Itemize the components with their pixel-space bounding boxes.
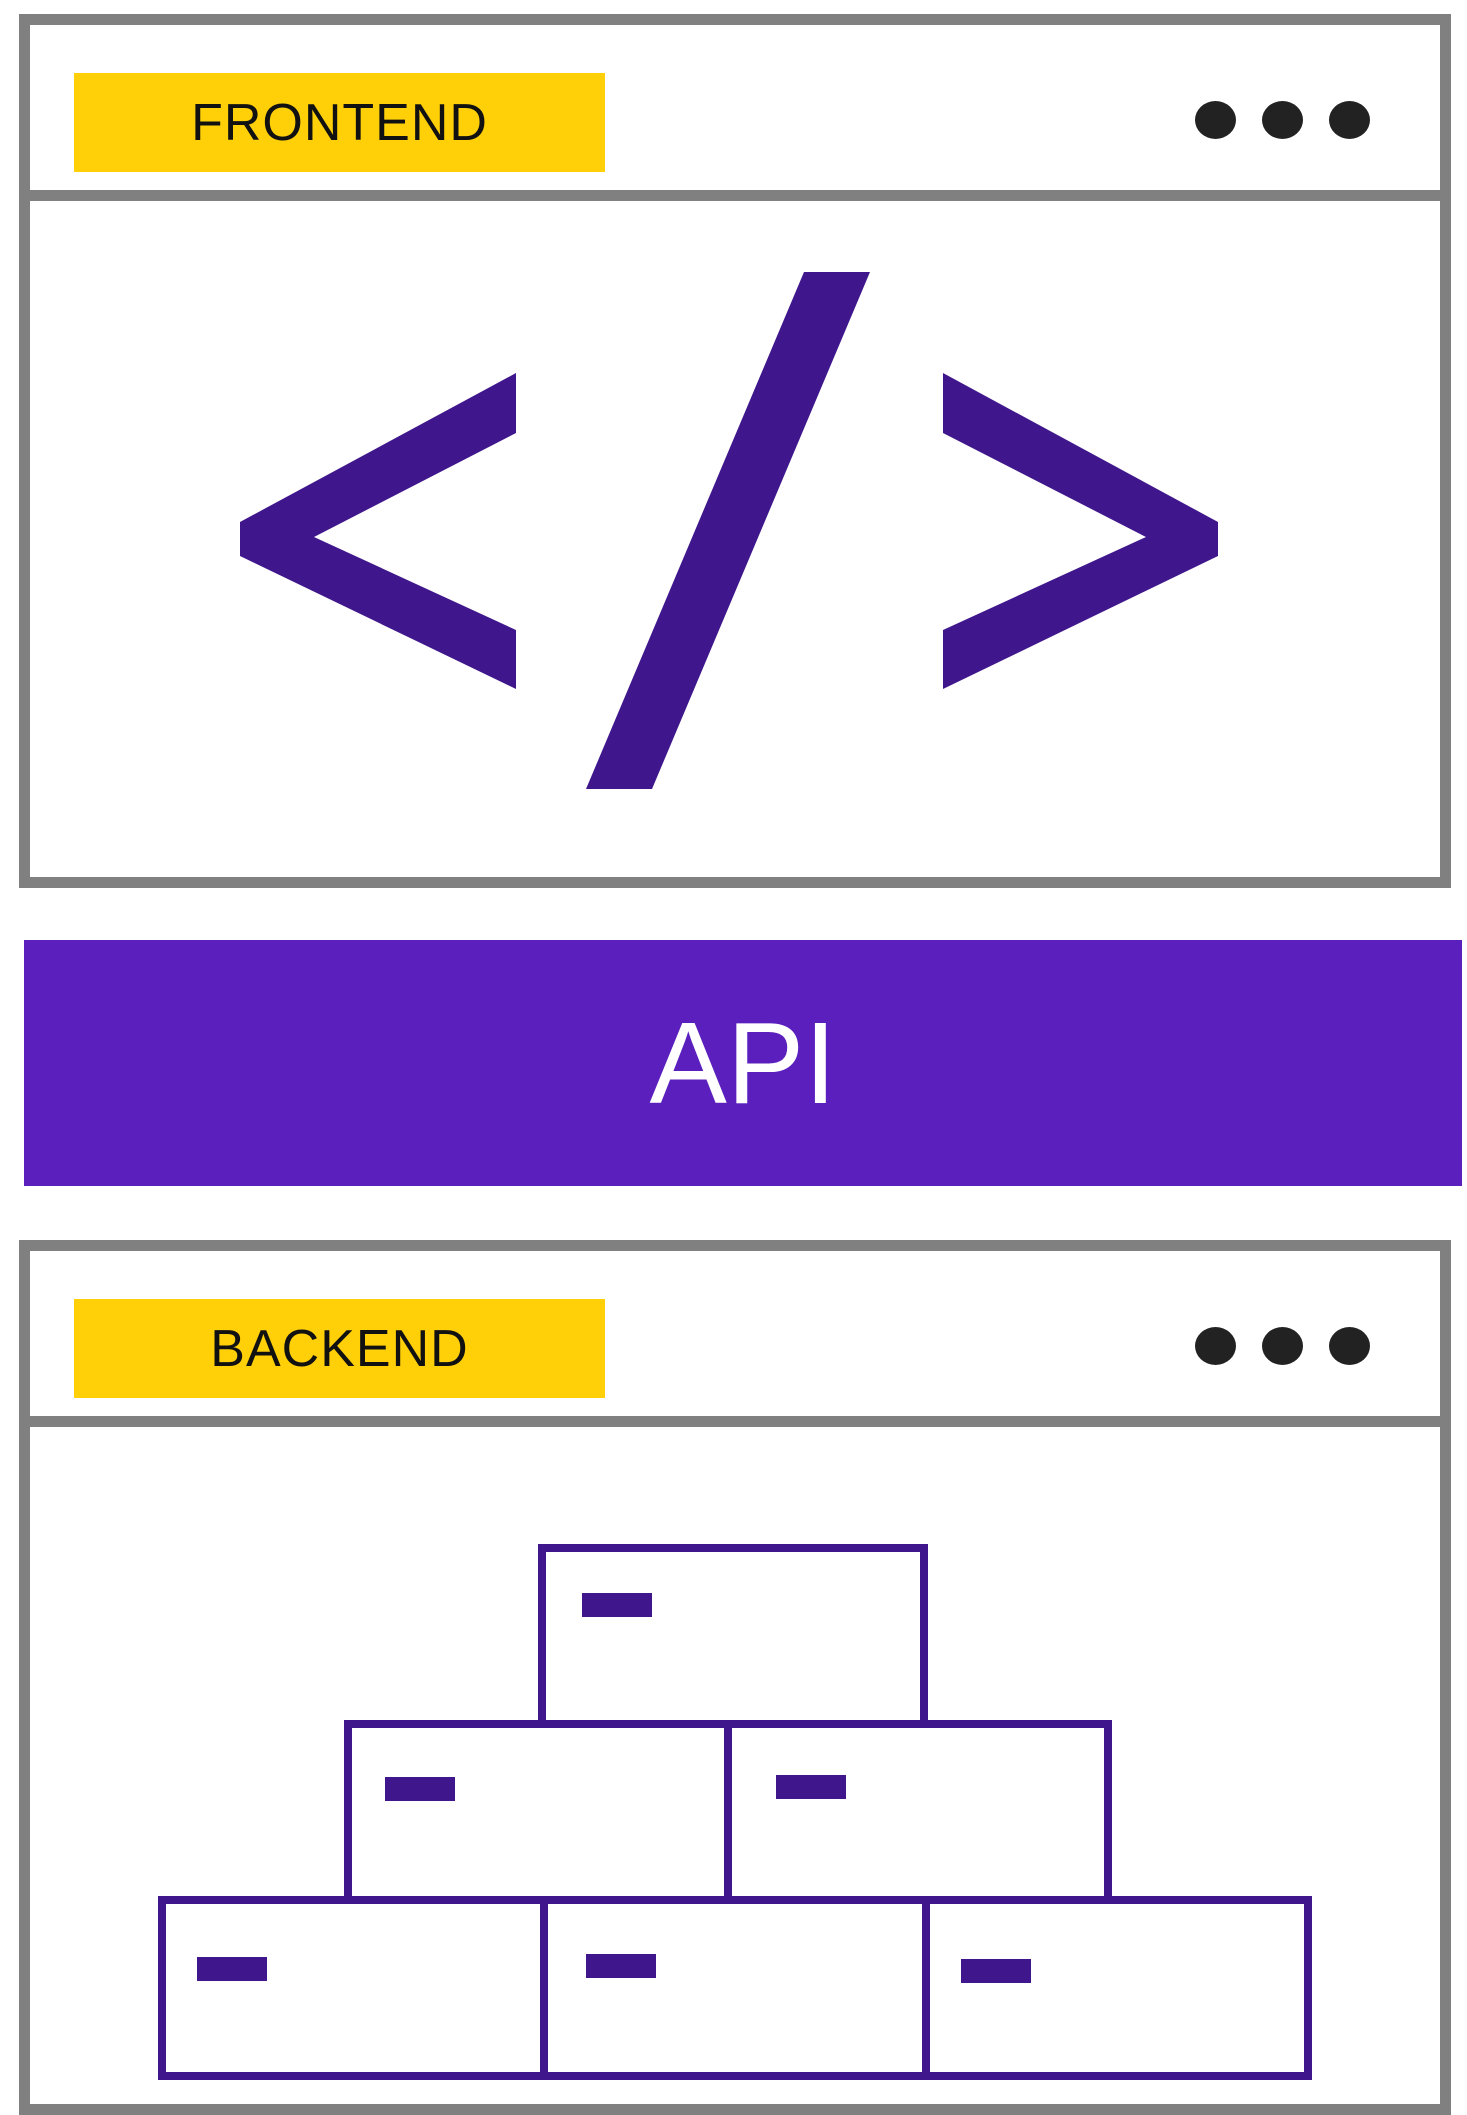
api-bar: API (24, 940, 1462, 1186)
backend-label: BACKEND (74, 1299, 605, 1398)
box-icon (538, 1544, 928, 1728)
backend-window-menu-icon (1195, 1327, 1370, 1365)
dot-icon (1262, 1327, 1303, 1365)
frontend-window-menu-icon (1195, 101, 1370, 139)
slash-icon (586, 272, 870, 789)
code-icon (240, 272, 1218, 789)
dot-icon (1195, 1327, 1236, 1365)
box-handle-icon (776, 1775, 846, 1799)
backend-content (30, 1427, 1440, 2104)
box-icon (540, 1896, 930, 2080)
box-icon (344, 1720, 732, 1904)
box-icon (158, 1896, 548, 2080)
box-icon (724, 1720, 1112, 1904)
frontend-window: FRONTEND (19, 14, 1451, 888)
frontend-titlebar: FRONTEND (30, 25, 1440, 201)
dot-icon (1329, 101, 1370, 139)
frontend-content (30, 201, 1440, 877)
box-handle-icon (385, 1777, 455, 1801)
box-handle-icon (961, 1959, 1031, 1983)
frontend-label: FRONTEND (74, 73, 605, 172)
stacked-boxes-icon (158, 1544, 1312, 2080)
backend-titlebar: BACKEND (30, 1251, 1440, 1427)
box-handle-icon (582, 1593, 652, 1617)
dot-icon (1262, 101, 1303, 139)
box-handle-icon (197, 1957, 267, 1981)
dot-icon (1329, 1327, 1370, 1365)
box-icon (922, 1896, 1312, 2080)
dot-icon (1195, 101, 1236, 139)
less-than-icon (240, 373, 516, 689)
backend-window: BACKEND (19, 1240, 1451, 2115)
box-handle-icon (586, 1954, 656, 1978)
greater-than-icon (943, 373, 1218, 689)
